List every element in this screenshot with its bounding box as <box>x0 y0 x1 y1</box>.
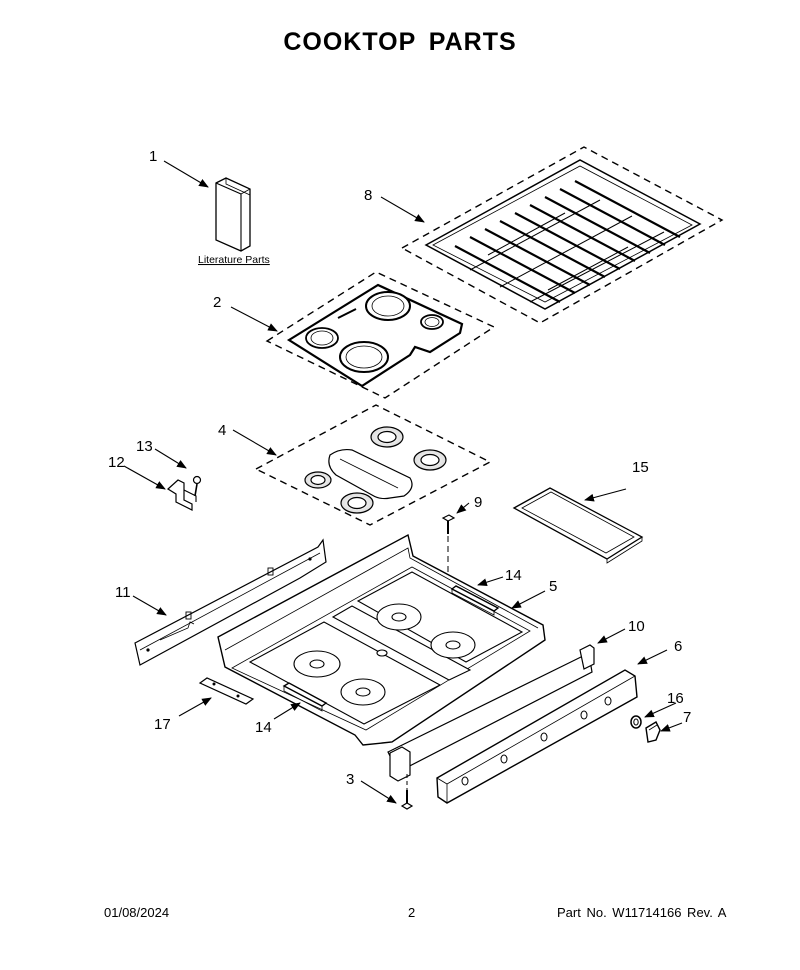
literature-parts-label: Literature Parts <box>198 254 270 266</box>
footer-part-number: Part No. W11714166 Rev. A <box>557 905 727 920</box>
callout-7: 7 <box>683 709 691 726</box>
literature-booklet[interactable] <box>215 177 251 252</box>
igniter-screw[interactable] <box>192 475 202 497</box>
callout-17: 17 <box>154 716 171 733</box>
leader-lines <box>123 160 683 804</box>
page-title: COOKTOP PARTS <box>283 28 517 56</box>
callout-14-right: 14 <box>505 567 522 584</box>
trim-strip-left[interactable] <box>282 682 328 712</box>
callout-13: 13 <box>136 438 153 455</box>
callout-2: 2 <box>213 294 221 311</box>
rear-panel[interactable] <box>134 538 327 666</box>
callout-12: 12 <box>108 454 125 471</box>
callout-1: 1 <box>149 148 157 165</box>
callout-16: 16 <box>667 690 684 707</box>
callout-15: 15 <box>632 459 649 476</box>
callout-3: 3 <box>346 771 354 788</box>
callout-4: 4 <box>218 422 226 439</box>
callout-8: 8 <box>364 187 372 204</box>
callout-11: 11 <box>115 584 131 601</box>
mounting-screw-3[interactable] <box>400 774 414 810</box>
griddle-plate[interactable] <box>512 487 644 564</box>
callout-10: 10 <box>628 618 645 635</box>
control-knob[interactable] <box>645 721 661 743</box>
manifold-panel[interactable] <box>387 644 638 804</box>
footer-page-number: 2 <box>408 905 416 920</box>
callout-14-left: 14 <box>255 719 272 736</box>
callout-9: 9 <box>474 494 482 511</box>
small-bracket[interactable] <box>198 677 255 705</box>
footer-date: 01/08/2024 <box>104 905 170 920</box>
igniter-bracket[interactable] <box>167 479 197 511</box>
burner-group[interactable] <box>254 404 492 526</box>
trim-strip-right[interactable] <box>450 585 500 616</box>
callout-5: 5 <box>549 578 557 595</box>
knob-bezel[interactable] <box>630 715 642 729</box>
cooktop-surface-group[interactable] <box>265 271 496 399</box>
callout-6: 6 <box>674 638 682 655</box>
grate-group[interactable] <box>400 146 724 324</box>
